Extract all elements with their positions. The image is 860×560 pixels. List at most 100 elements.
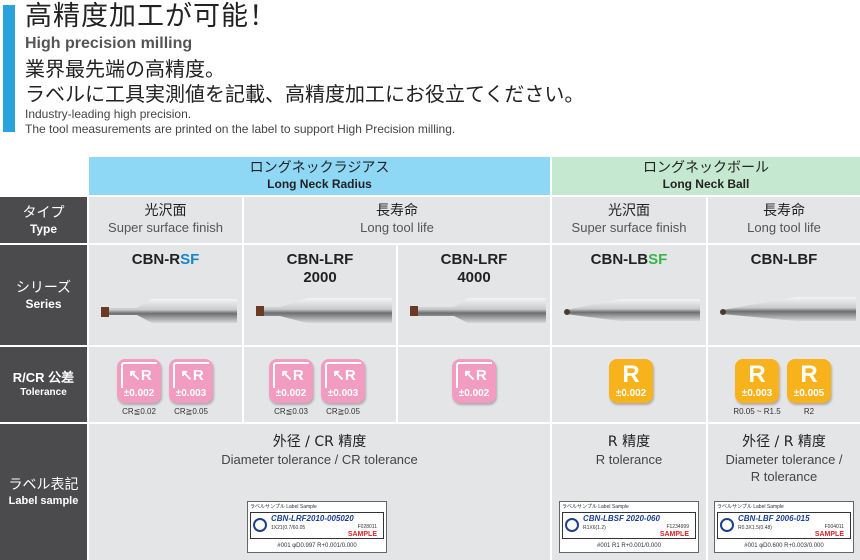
badge-tolerance: ±0.005 — [793, 388, 825, 399]
cr-tolerance-badge: ↖R±0.003 — [169, 359, 213, 403]
group-header-long-neck-ball: ロングネックボール Long Neck Ball — [552, 157, 860, 195]
r-tolerance-badge: R±0.005 — [787, 359, 831, 403]
series-name: CBN-LBSF — [552, 251, 706, 269]
logo-icon — [253, 518, 267, 532]
badge-tolerance: ±0.003 — [175, 388, 207, 399]
badge-letter: R — [748, 361, 766, 388]
desc-line-1: Industry-leading high precision. — [25, 107, 192, 121]
arrow-r-icon: ↖R — [456, 362, 492, 388]
type-jp: 光沢面 — [608, 203, 650, 219]
badge-tolerance: ±0.003 — [327, 388, 359, 399]
intro-line-1: 業界最先端の高精度。 — [25, 57, 225, 81]
sample-serial: F028011 — [357, 524, 377, 530]
row-label-tolerance: R/CR 公差 Tolerance — [0, 347, 87, 422]
badge-caption: CR≦0.03 — [274, 407, 308, 416]
group-jp: ロングネックボール — [643, 160, 769, 176]
series-line2: 4000 — [457, 269, 491, 286]
series-base: CBN-LRF — [286, 251, 354, 268]
type-en: Super surface finish — [108, 220, 223, 235]
badge-letter: R — [192, 367, 204, 384]
label-desc-en: Diameter tolerance / — [725, 452, 843, 467]
label-jp: タイプ — [22, 204, 65, 221]
accent-bar — [3, 5, 15, 132]
type-jp: 光沢面 — [144, 203, 187, 219]
badge-tolerance: ±0.002 — [458, 388, 490, 399]
type-jp: 長寿命 — [763, 203, 805, 219]
desc-line-2: The tool measurements are printed on the… — [25, 122, 456, 136]
group-en: Long Neck Ball — [662, 177, 750, 191]
sample-measurement: #001 R1 R+0.001/0.000 — [597, 543, 661, 549]
badge-letter: R — [344, 367, 356, 384]
badge-letter: R — [140, 367, 152, 384]
label-jp: ラベル表記 — [8, 477, 79, 493]
radius-tool-image — [256, 298, 392, 323]
series-base: CBN-LBF — [750, 251, 818, 268]
sample-size: R1X6(1.2) — [583, 525, 606, 531]
badge-caption: R0.05 ~ R1.5 — [733, 407, 781, 416]
badge-caption: CR≦0.02 — [122, 407, 156, 416]
r-tolerance-badge: R±0.002 — [609, 359, 653, 403]
badge-caption: R2 — [803, 407, 815, 416]
sample-measurement: #001 φD0.600 R+0.003/0.000 — [744, 543, 824, 549]
arrow-r-icon: ↖R — [121, 362, 157, 388]
arrow-r-icon: ↖R — [273, 362, 309, 388]
sample-head: ラベルサンプル Label Sample — [250, 504, 317, 510]
series-cell: CBN-LBSF — [552, 245, 706, 345]
sample-code: CBN-LBF 2006-015 — [738, 514, 810, 523]
sample-code: CBN-LBSF 2020-060 — [583, 514, 660, 523]
badge-tolerance: ±0.002 — [275, 388, 307, 399]
cr-tolerance-badge: ↖R±0.002 — [117, 359, 161, 403]
badge-letter: R — [292, 367, 304, 384]
series-highlight: SF — [180, 251, 200, 268]
series-base: CBN-LRF — [440, 251, 508, 268]
group-header-long-neck-radius: ロングネックラジアス Long Neck Radius — [89, 157, 550, 195]
cr-tolerance-badge: ↖R±0.002 — [269, 359, 313, 403]
series-name: CBN-LBF — [708, 251, 860, 269]
label-desc-jp: 外径 / R 精度 — [742, 434, 826, 450]
label-desc-en: Diameter tolerance / CR tolerance — [221, 452, 418, 467]
series-name: CBN-RSF — [89, 251, 242, 269]
page-title: 高精度加工が可能！ — [25, 1, 277, 32]
sample-size: R0.3X1.5(0.48) — [738, 525, 772, 531]
label-jp: R/CR 公差 — [12, 370, 75, 385]
series-base: CBN-R — [131, 251, 181, 268]
badge-caption: CR≧0.05 — [174, 407, 208, 416]
label-jp: シリーズ — [15, 279, 72, 296]
arrow-r-icon: ↖R — [173, 362, 209, 388]
label-en: Tolerance — [20, 387, 67, 398]
series-line2: 2000 — [303, 269, 337, 286]
sample-stamp: SAMPLE — [659, 531, 689, 538]
ball-tool-image — [720, 297, 856, 321]
tolerance-cell — [89, 347, 242, 422]
badge-letter: R — [475, 367, 487, 384]
series-highlight: SF — [648, 251, 668, 268]
badge-caption: CR≧0.05 — [326, 407, 360, 416]
arrow-r-icon: ↖R — [325, 362, 361, 388]
radius-tool-image — [101, 299, 237, 323]
sample-serial: F1234999 — [666, 524, 689, 530]
sample-code: CBN-LRF2010-005020 — [271, 514, 354, 523]
tolerance-cell — [708, 347, 860, 422]
logo-icon — [565, 518, 579, 532]
type-en: Super surface finish — [571, 220, 687, 235]
label-desc-en: R tolerance — [750, 469, 818, 484]
label-en: Type — [29, 221, 58, 236]
sample-serial: F004011 — [824, 524, 844, 530]
r-tolerance-badge: R±0.003 — [735, 359, 779, 403]
type-en: Long tool life — [360, 220, 434, 235]
intro-line-2: ラベルに工具実測値を記載、高精度加工にお役立てください。 — [25, 82, 585, 106]
badge-tolerance: ±0.002 — [615, 388, 647, 399]
